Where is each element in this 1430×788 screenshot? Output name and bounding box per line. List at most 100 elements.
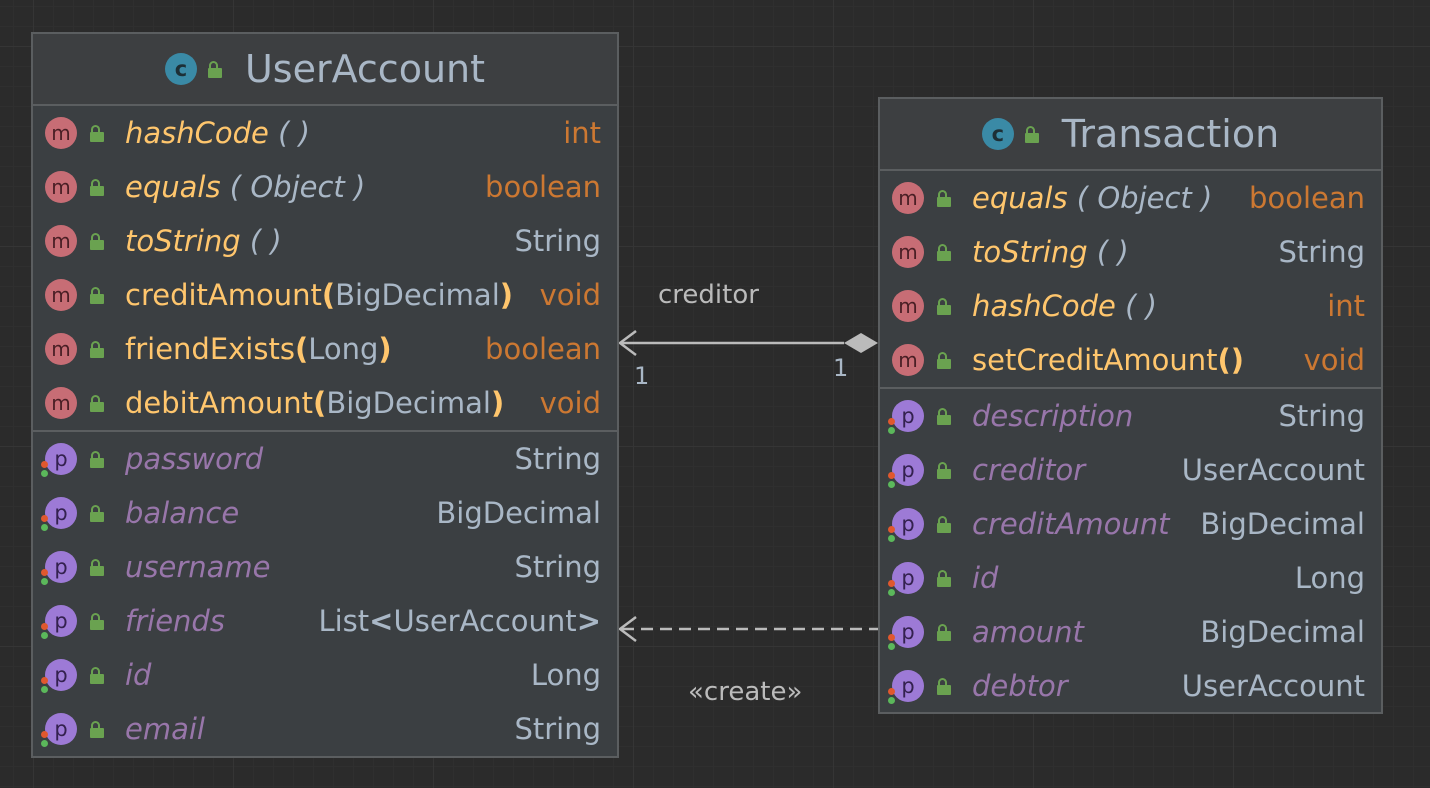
method-icon: m [45,279,77,311]
property-icon: p [888,454,924,488]
method-icon: m [892,344,924,376]
method-row[interactable]: m toString ( ) String [880,225,1381,279]
public-lock-icon [936,408,952,425]
class-kind-icon: c [981,118,1014,150]
property-type: Long [530,658,601,692]
method-name: debitAmount [125,386,314,420]
method-params: ( Object ) [220,170,366,204]
method-name: hashCode [125,116,269,150]
property-name: username [125,550,271,584]
public-lock-icon [89,233,105,250]
return-type: int [1327,289,1365,323]
return-type: boolean [485,170,601,204]
property-type: Long [1294,561,1365,595]
method-icon: m [892,236,924,268]
public-lock-icon [936,298,952,315]
property-name: friends [125,604,225,638]
method-icon: m [45,171,77,203]
property-row[interactable]: p id Long [33,648,617,702]
class-useraccount[interactable]: c UserAccount m hashCode ( ) int m equal… [31,32,619,758]
method-row[interactable]: m friendExists (Long) boolean [33,322,617,376]
creditor-edge-arrowhead [617,330,637,356]
method-row[interactable]: m hashCode ( ) int [33,106,617,160]
creditor-edge-label: creditor [658,280,759,310]
create-edge-arrowhead [617,616,637,642]
property-type: String [1278,399,1365,433]
property-icon: p [41,659,77,693]
class-title: Transaction [1061,112,1280,156]
method-row[interactable]: m equals ( Object ) boolean [33,160,617,214]
creditor-edge-diamond [844,333,878,353]
return-type: void [539,386,601,420]
method-row[interactable]: m hashCode ( ) int [880,279,1381,333]
property-icon: p [888,562,924,596]
method-params: ( ) [1115,289,1157,323]
method-name: creditAmount [125,278,322,312]
property-row[interactable]: p debtor UserAccount [880,659,1381,713]
property-row[interactable]: p username String [33,540,617,594]
property-row[interactable]: p creditor UserAccount [880,443,1381,497]
property-row[interactable]: p balance BigDecimal [33,486,617,540]
property-icon-letter: p [54,555,68,579]
property-row[interactable]: p password String [33,432,617,486]
type-lt: < [369,604,394,638]
property-type: UserAccount [1181,669,1365,703]
property-icon-letter: p [54,717,68,741]
property-row[interactable]: p friends List<UserAccount> [33,594,617,648]
method-icon: m [45,117,77,149]
return-type: String [514,224,601,258]
method-name: equals [972,181,1068,215]
property-name: balance [125,496,240,530]
property-icon-letter: p [54,663,68,687]
property-icon-letter: p [901,512,915,536]
property-type: UserAccount [1181,453,1365,487]
return-type: boolean [485,332,601,366]
property-icon: p [41,443,77,477]
return-type: int [563,116,601,150]
return-type: boolean [1249,181,1365,215]
close-paren: ) [499,278,514,312]
creditor-source-multiplicity: 1 [634,362,650,390]
property-icon-letter: p [54,501,68,525]
property-name: id [972,561,999,595]
method-row[interactable]: m setCreditAmount () void [880,333,1381,387]
public-lock-icon [936,352,952,369]
property-type: String [514,712,601,746]
property-row[interactable]: p email String [33,702,617,756]
open-paren: ( [1217,343,1231,377]
methods-section: m equals ( Object ) boolean m toString (… [880,171,1381,389]
type-gt: > [576,604,601,638]
property-icon: p [41,497,77,531]
property-name: email [125,712,205,746]
property-type: String [514,442,601,476]
method-params: ( ) [268,116,310,150]
property-name: password [125,442,264,476]
public-lock-icon [89,395,105,412]
method-param-list: BigDecimal [326,386,491,420]
property-name: amount [972,615,1084,649]
class-transaction[interactable]: c Transaction m equals ( Object ) boolea… [878,97,1383,714]
property-icon: p [41,713,77,747]
property-icon: p [888,400,924,434]
method-row[interactable]: m toString ( ) String [33,214,617,268]
public-lock-icon [89,505,105,522]
public-lock-icon [89,613,105,630]
method-param-list: Object [250,170,345,204]
public-lock-icon [89,667,105,684]
public-lock-icon [207,61,223,78]
property-row[interactable]: p description String [880,389,1381,443]
property-row[interactable]: p amount BigDecimal [880,605,1381,659]
property-name: creditor [972,453,1086,487]
method-icon: m [45,333,77,365]
method-row[interactable]: m debitAmount (BigDecimal) void [33,376,617,430]
method-row[interactable]: m creditAmount (BigDecimal) void [33,268,617,322]
method-name: equals [125,170,221,204]
property-name: creditAmount [972,507,1170,541]
property-row[interactable]: p creditAmount BigDecimal [880,497,1381,551]
class-kind-icon: c [164,53,197,85]
method-row[interactable]: m equals ( Object ) boolean [880,171,1381,225]
property-type: BigDecimal [436,496,601,530]
property-row[interactable]: p id Long [880,551,1381,605]
